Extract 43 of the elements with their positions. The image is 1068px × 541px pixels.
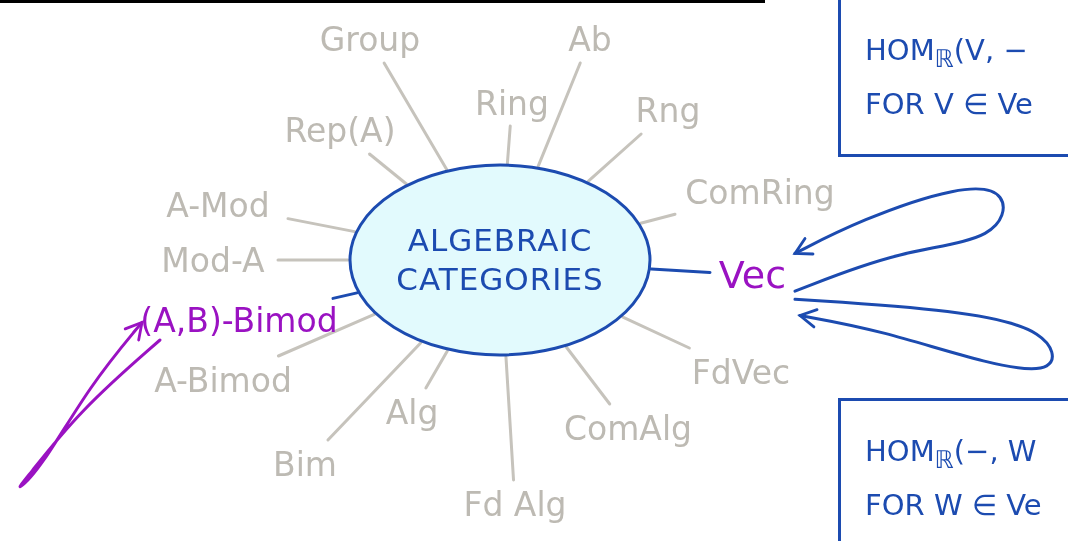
category-label: A-Bimod	[154, 360, 292, 400]
formula-text: FOR V ∈ Ve	[865, 86, 1033, 121]
category-label: ComRing	[685, 172, 835, 212]
category-label: Rng	[635, 90, 701, 130]
category-label: Ring	[475, 83, 549, 123]
category-label: Ab	[568, 19, 612, 59]
category-label: Mod-A	[161, 240, 265, 280]
formula-text: FOR W ∈ Ve	[865, 487, 1042, 522]
category-label: Vec	[718, 253, 787, 297]
category-label: (A,B)-Bimod	[140, 300, 338, 340]
connector-line	[586, 132, 643, 183]
loop-arrow	[793, 297, 1054, 371]
loop-arrow	[793, 187, 1005, 293]
formula-box	[838, 0, 1068, 157]
category-label: Rep(A)	[284, 110, 396, 150]
connector-line	[649, 267, 712, 274]
connector-line	[621, 315, 691, 350]
category-label: ComAlg	[563, 408, 693, 448]
connector-line	[504, 355, 516, 482]
category-label: Bim	[273, 444, 337, 484]
connector-line	[331, 291, 359, 300]
formula-box	[838, 398, 1068, 541]
category-label: Fd Alg	[463, 484, 567, 524]
connector-line	[639, 212, 677, 225]
connector-line	[505, 124, 512, 165]
category-ellipse	[348, 163, 652, 357]
category-title: ALGEBRAIC CATEGORIES	[395, 221, 605, 299]
connector-line	[536, 61, 582, 168]
connector-line	[564, 345, 612, 406]
connector-line	[382, 61, 449, 171]
connector-line	[276, 258, 350, 262]
loop-arrow	[18, 320, 162, 489]
category-label: Group	[319, 19, 421, 59]
connector-line	[368, 152, 408, 186]
connector-line	[326, 341, 423, 442]
category-label: A-Mod	[166, 185, 270, 225]
connector-line	[276, 313, 376, 358]
connector-line	[424, 349, 449, 390]
category-label: FdVec	[691, 352, 791, 392]
category-label: Alg	[385, 392, 439, 432]
connector-line	[286, 217, 357, 234]
formula-text: HOM$_{ℝ}$(V, −	[865, 33, 1028, 73]
formula-text: HOM$_{ℝ}$(−, W	[865, 434, 1037, 474]
